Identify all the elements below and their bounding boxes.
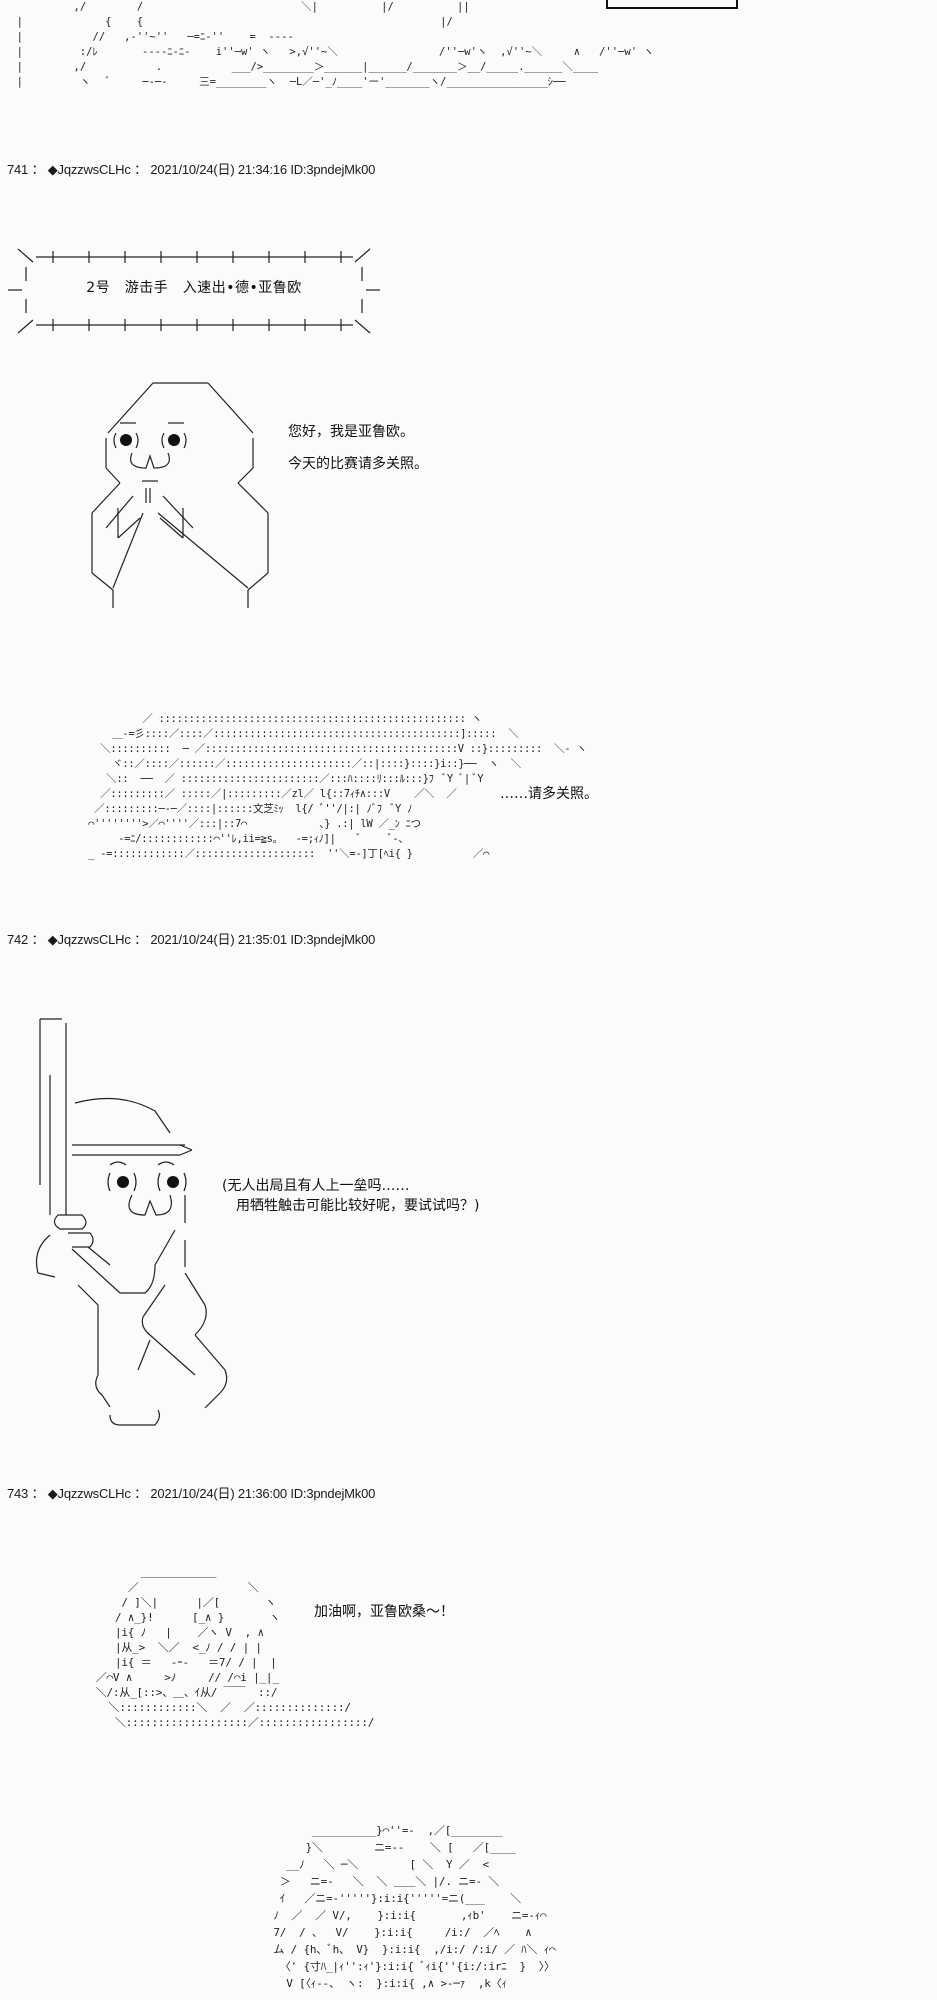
post-number[interactable]: 741 xyxy=(7,162,29,177)
speech-greeting: 您好，我是亚鲁欧。 今天的比赛请多关照。 xyxy=(288,420,428,476)
speech-line: 今天的比赛请多关照。 xyxy=(288,456,428,472)
ascii-art-catcher: ／ ::::::::::::::::::::::::::::::::::::::… xyxy=(88,713,587,860)
post-trip: ◆JqzzwsCLHc xyxy=(47,162,131,177)
speech-line: 用牺牲触击可能比较好呢，要试试吗？) xyxy=(222,1198,480,1214)
post-date: 2021/10/24(日) 21:34:16 xyxy=(150,162,287,177)
banner-frame-icon xyxy=(8,248,380,334)
ascii-art-top-scene: ,/ / ＼| |/ || | { { |/ | // ,-''~'' ─=ﾆ-… xyxy=(16,1,654,88)
post-number[interactable]: 743 xyxy=(7,1486,29,1501)
post-separator: ： xyxy=(134,932,147,947)
character-yaruo-greeting-icon xyxy=(91,382,269,608)
speech-line: ……请多关照。 xyxy=(500,786,598,802)
post-separator: ： xyxy=(134,162,147,177)
speech-line: 您好，我是亚鲁欧。 xyxy=(288,424,414,440)
speech-bunt: (无人出局且有人上一垒吗…… 用牺牲触击可能比较好呢，要试试吗？) xyxy=(222,1176,479,1216)
player-banner: 2号 游击手 入速出•德•亚鲁欧 xyxy=(8,247,380,335)
post-separator: ： xyxy=(134,1486,147,1501)
character-yaruo-batter-icon xyxy=(10,1015,228,1426)
speech-line: (无人出局且有人上一垒吗…… xyxy=(222,1178,410,1194)
speech-line: 加油啊，亚鲁欧桑～！ xyxy=(314,1604,454,1620)
post-header-743: 743 ： ◆JqzzwsCLHc ： 2021/10/24(日) 21:36:… xyxy=(7,1483,375,1502)
post-separator: ： xyxy=(31,1486,45,1501)
post-header-742: 742 ： ◆JqzzwsCLHc ： 2021/10/24(日) 21:35:… xyxy=(7,929,375,948)
post-date: 2021/10/24(日) 21:36:00 xyxy=(150,1486,287,1501)
post-trip: ◆JqzzwsCLHc xyxy=(47,1486,131,1501)
ascii-art-bottom-scene: __________}⌒''=- ,／[________ }＼ ニ=-- ＼ [… xyxy=(273,1824,556,1990)
post-number[interactable]: 742 xyxy=(7,932,29,947)
top-frame-box xyxy=(606,0,738,9)
post-trip: ◆JqzzwsCLHc xyxy=(47,932,131,947)
banner-title: 2号 游击手 入速出•德•亚鲁欧 xyxy=(86,280,302,296)
post-id[interactable]: ID:3pndejMk00 xyxy=(290,932,376,947)
post-id[interactable]: ID:3pndejMk00 xyxy=(290,1486,376,1501)
post-header-741: 741 ： ◆JqzzwsCLHc ： 2021/10/24(日) 21:34:… xyxy=(7,159,375,178)
post-date: 2021/10/24(日) 21:35:01 xyxy=(150,932,287,947)
speech-catcher: ……请多关照。 xyxy=(500,782,598,806)
post-separator: ： xyxy=(31,162,45,177)
post-separator: ： xyxy=(31,932,45,947)
post-id[interactable]: ID:3pndejMk00 xyxy=(290,162,376,177)
ascii-art-cheer-girl: ＿＿＿＿＿＿＿ ／ ＼ / ]＼| |／[ ヽ / ∧_}! [_∧ } ヽ |… xyxy=(95,1566,375,1729)
speech-cheer: 加油啊，亚鲁欧桑～！ xyxy=(314,1600,454,1624)
